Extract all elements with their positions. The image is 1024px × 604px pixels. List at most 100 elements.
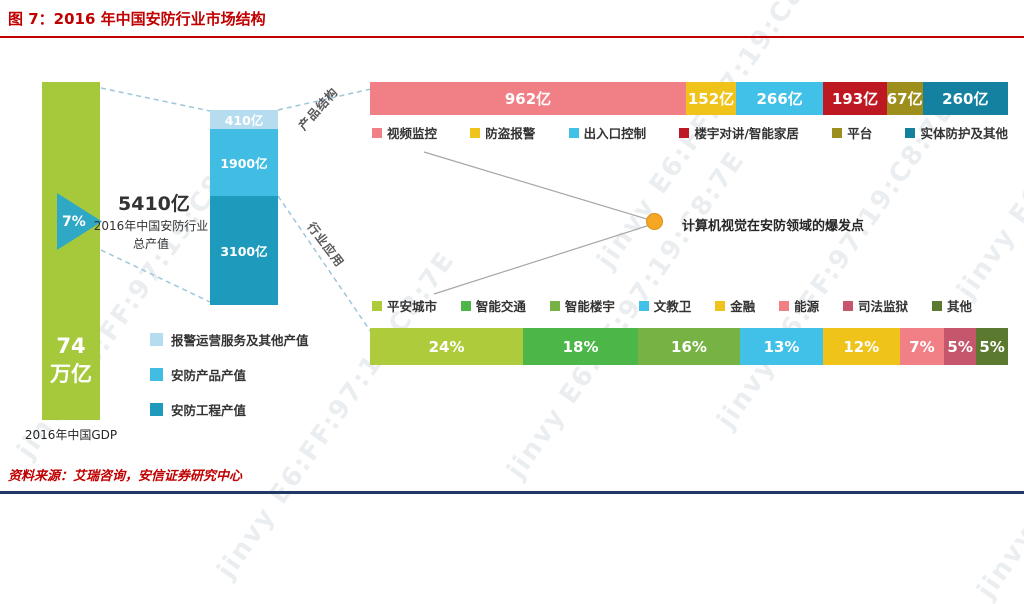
legend-label: 司法监狱 (858, 299, 909, 314)
segment-finance: 12% (822, 328, 900, 365)
gdp-unit: 万亿 (50, 361, 92, 386)
segment-burglar-alarm: 152亿 (686, 82, 736, 115)
segment-value-label: 260亿 (942, 90, 989, 108)
gdp-share-label: 7% (62, 213, 86, 230)
title-underline (0, 36, 1024, 38)
legend-label: 智能楼宇 (564, 299, 615, 314)
segment-value-label: 410亿 (224, 113, 264, 128)
segment-value-label: 16% (671, 337, 707, 356)
highlight-dot (646, 213, 663, 230)
segment-value-label: 5% (979, 337, 1005, 356)
legend-item: 出入口控制 (568, 123, 647, 142)
segment-security-engineering: 3100亿 (210, 195, 278, 305)
annotation-line-bottom (433, 224, 651, 295)
segment-value-label: 12% (843, 337, 880, 356)
funnel-line-top (100, 87, 211, 112)
legend-label: 楼宇对讲/智能家居 (694, 126, 799, 141)
segment-platform: 67亿 (886, 82, 923, 115)
legend-swatch (372, 127, 382, 138)
legend-label: 安防产品产值 (171, 368, 247, 383)
product-legend: 视频监控 防盗报警 出入口控制 楼宇对讲/智能家居 平台 实体防护及其他 (372, 123, 1008, 142)
legend-swatch (150, 333, 163, 346)
connector-lines (100, 87, 651, 333)
legend-swatch (150, 368, 163, 381)
legend-swatch (843, 300, 854, 311)
segment-security-products: 1900亿 (210, 129, 278, 196)
segment-value-label: 152亿 (687, 90, 735, 108)
total-legend: 报警运营服务及其他产值 安防产品产值 安防工程产值 (150, 330, 309, 419)
legend-swatch (568, 127, 579, 138)
product-connector-line (277, 88, 372, 111)
legend-label: 报警运营服务及其他产值 (171, 333, 309, 348)
product-structure-bar: 962亿 152亿 266亿 193亿 67亿 260亿 (370, 82, 1009, 115)
legend-swatch (679, 127, 690, 138)
legend-label: 能源 (794, 299, 820, 314)
legend-label: 平台 (847, 126, 873, 141)
figure-title: 图 7：2016 年中国安防行业市场结构 (8, 10, 266, 28)
annotation-line-top (423, 151, 651, 221)
segment-access-control: 266亿 (735, 82, 824, 115)
annotation-text: 计算机视觉在安防领域的爆发点 (682, 219, 865, 234)
segment-value-label: 962亿 (504, 90, 552, 108)
segment-value-label: 1900亿 (220, 155, 268, 171)
legend-label: 金融 (730, 299, 756, 314)
segment-intelligent-transport: 18% (523, 328, 638, 365)
legend-swatch (832, 127, 843, 138)
legend-swatch (779, 300, 790, 311)
legend-label: 出入口控制 (583, 126, 647, 141)
legend-swatch (638, 300, 649, 311)
segment-smart-building: 16% (637, 328, 741, 365)
legend-item: 报警运营服务及其他产值 (150, 330, 309, 349)
legend-label: 智能交通 (475, 299, 526, 314)
legend-item: 实体防护及其他 (905, 123, 1008, 142)
legend-label: 安防工程产值 (171, 403, 247, 418)
funnel-line-bottom (100, 249, 211, 303)
legend-swatch (931, 300, 942, 311)
segment-video-surveillance: 962亿 (370, 82, 687, 115)
total-output-caption: 2016年中国安防行业 总产值 (86, 217, 216, 253)
gdp-value: 74 (56, 334, 86, 359)
legend-swatch (549, 300, 560, 311)
gdp-bar-label: 74 万亿 (42, 333, 100, 388)
legend-swatch (905, 127, 916, 138)
total-caption-line1: 2016年中国安防行业 (93, 219, 209, 233)
segment-value-label: 13% (763, 337, 800, 356)
source-note: 资料来源：艾瑞咨询，安信证券研究中心 (8, 469, 243, 484)
gdp-caption: 2016年中国GDP (24, 428, 118, 442)
legend-item: 文教卫 (638, 296, 691, 315)
segment-value-label: 193亿 (831, 90, 879, 108)
legend-swatch (372, 300, 382, 311)
legend-label: 实体防护及其他 (920, 126, 1008, 141)
legend-item: 金融 (715, 296, 755, 315)
legend-label: 其他 (946, 299, 972, 314)
legend-item: 平安城市 (372, 296, 437, 315)
total-output-stacked-bar: 410亿 1900亿 3100亿 (210, 110, 278, 305)
application-connector-line (277, 195, 372, 333)
segment-justice-prison: 5% (944, 328, 977, 365)
segment-physical-protection: 260亿 (922, 82, 1009, 115)
legend-item: 楼宇对讲/智能家居 (679, 123, 799, 142)
segment-value-label: 266亿 (756, 90, 803, 108)
segment-alarm-operation-services: 410亿 (210, 110, 278, 129)
segment-value-label: 67亿 (886, 90, 923, 108)
application-legend: 平安城市 智能交通 智能楼宇 文教卫 金融 能源 司法监狱 其他 (372, 296, 972, 315)
segment-others: 5% (976, 328, 1009, 365)
legend-item: 智能交通 (460, 296, 526, 315)
gdp-bar: 74 万亿 (42, 82, 100, 420)
legend-item: 视频监控 (372, 123, 437, 142)
legend-item: 能源 (779, 296, 819, 315)
segment-energy: 7% (899, 328, 945, 365)
segment-value-label: 5% (947, 337, 973, 356)
legend-swatch (460, 300, 471, 311)
footer-rule (0, 491, 1024, 494)
segment-value-label: 7% (909, 337, 935, 356)
legend-item: 安防产品产值 (150, 365, 309, 384)
legend-item: 智能楼宇 (549, 296, 615, 315)
industry-application-bar: 24% 18% 16% 13% 12% 7% 5% 5% (370, 328, 1009, 365)
segment-value-label: 24% (428, 337, 465, 356)
legend-item: 司法监狱 (843, 296, 908, 315)
legend-item: 其他 (931, 296, 972, 315)
segment-value-label: 3100亿 (220, 243, 268, 259)
segment-intercom-smart-home: 193亿 (823, 82, 887, 115)
legend-label: 视频监控 (387, 126, 438, 141)
